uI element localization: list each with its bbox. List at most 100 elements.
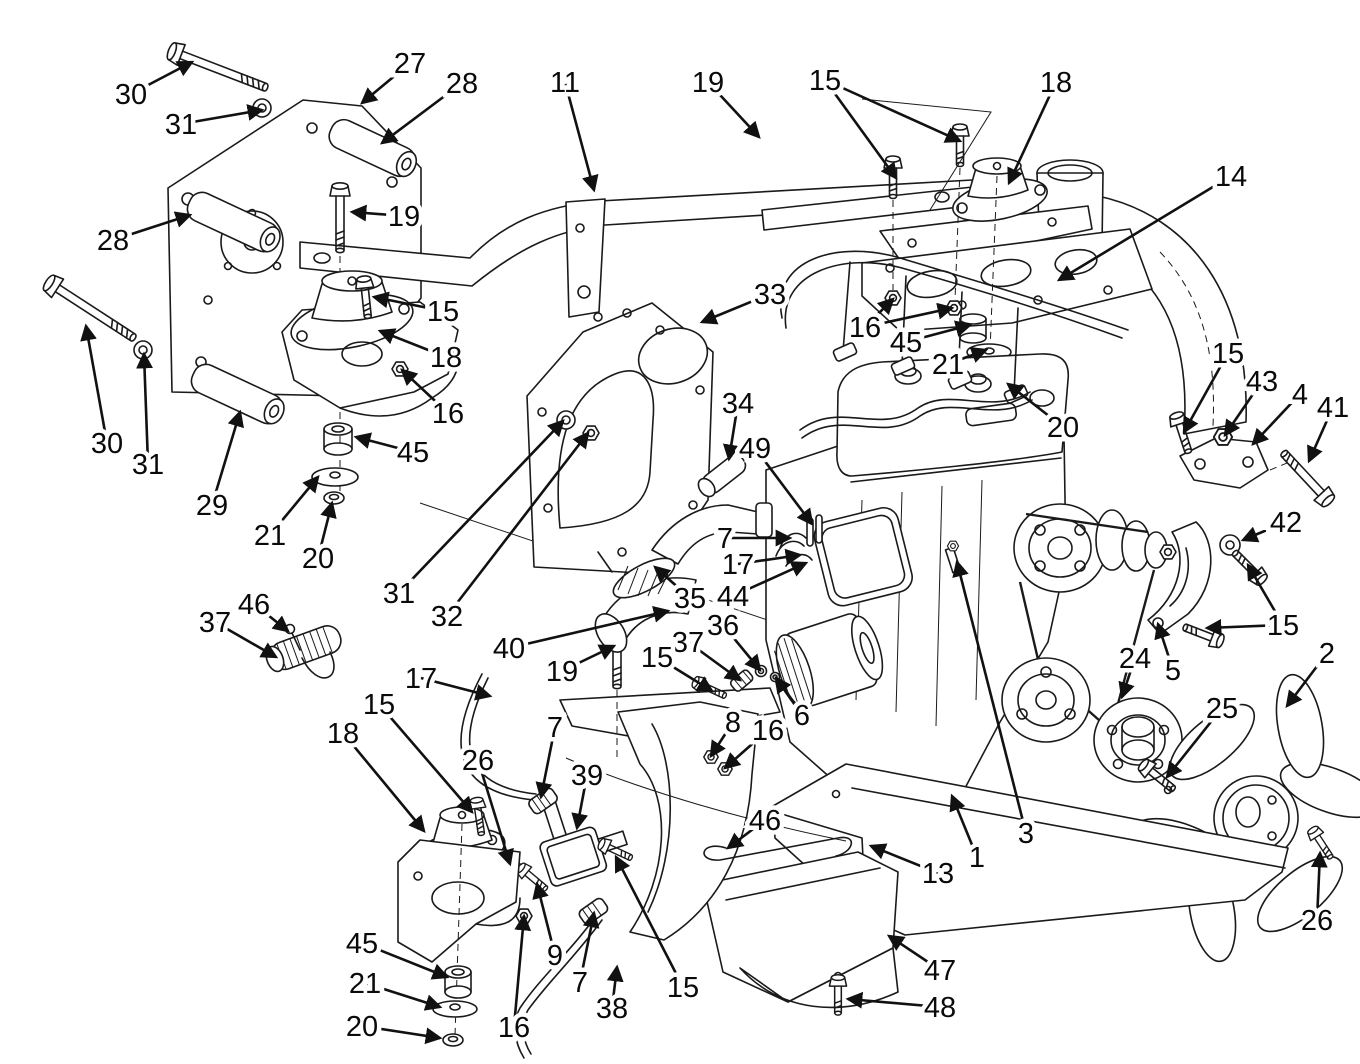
callout-label: 37 xyxy=(199,607,231,639)
support-bracket xyxy=(559,617,853,941)
callout-40: 40 xyxy=(488,606,671,670)
callout-label: 30 xyxy=(91,428,123,460)
callout-7: 7 xyxy=(535,708,568,800)
callout-15: 15 xyxy=(371,292,464,333)
callout-19: 19 xyxy=(687,63,761,139)
callout-label: 38 xyxy=(596,993,628,1025)
callout-label: 40 xyxy=(493,633,525,665)
callout-15: 15 xyxy=(1204,562,1304,647)
fan-2 xyxy=(1081,673,1360,963)
callout-label: 18 xyxy=(327,718,359,750)
callout-28: 28 xyxy=(379,64,483,145)
callout-label: 36 xyxy=(707,610,739,642)
callout-20: 20 xyxy=(341,1007,443,1048)
callout-16: 16 xyxy=(844,297,955,349)
bolt-30-lower xyxy=(39,270,142,349)
callout-20: 20 xyxy=(297,500,339,580)
callout-label: 2 xyxy=(1319,638,1335,670)
callout-label: 15 xyxy=(1212,338,1244,370)
guard-47 xyxy=(702,851,899,1009)
callout-45: 45 xyxy=(341,924,450,980)
callout-label: 31 xyxy=(165,109,197,141)
callout-label: 8 xyxy=(725,707,741,739)
callout-15: 15 xyxy=(614,854,704,1009)
callout-19: 19 xyxy=(541,644,617,693)
callout-label: 41 xyxy=(1317,392,1349,424)
callout-18: 18 xyxy=(377,328,467,379)
callout-38: 38 xyxy=(591,964,633,1030)
callout-label: 20 xyxy=(346,1011,378,1043)
callout-label: 6 xyxy=(794,700,810,732)
callout-44: 44 xyxy=(712,561,809,618)
callout-7: 7 xyxy=(567,910,600,1004)
callout-18: 18 xyxy=(1007,63,1077,186)
callout-39: 39 xyxy=(566,756,608,831)
callout-16: 16 xyxy=(493,913,535,1049)
callout-label: 15 xyxy=(363,689,395,721)
callout-label: 18 xyxy=(1040,67,1072,99)
callout-5: 5 xyxy=(1154,621,1186,692)
callout-label: 15 xyxy=(641,642,673,674)
callout-label: 17 xyxy=(405,663,437,695)
callout-24: 24 xyxy=(1114,639,1156,700)
callout-label: 45 xyxy=(397,437,429,469)
callout-label: 39 xyxy=(571,760,603,792)
bracket-4-hardware xyxy=(1147,409,1339,652)
callout-label: 5 xyxy=(1165,655,1181,687)
fan-hub-24 xyxy=(1093,697,1183,798)
callout-label: 7 xyxy=(547,712,563,744)
callout-label: 29 xyxy=(196,490,228,522)
callout-15: 15 xyxy=(804,61,963,181)
callout-label: 3 xyxy=(1018,818,1034,850)
callout-label: 15 xyxy=(1267,610,1299,642)
callout-label: 14 xyxy=(1215,161,1247,193)
callout-21: 21 xyxy=(344,964,443,1011)
callout-label: 16 xyxy=(752,715,784,747)
callout-label: 18 xyxy=(430,342,462,374)
callout-label: 19 xyxy=(388,201,420,233)
callout-27: 27 xyxy=(360,44,431,105)
callout-16: 16 xyxy=(400,368,469,435)
callout-label: 21 xyxy=(254,520,286,552)
callout-label: 27 xyxy=(394,48,426,80)
callout-label: 15 xyxy=(809,65,841,97)
callout-33: 33 xyxy=(699,275,791,325)
callout-30: 30 xyxy=(80,323,128,465)
pulleys-and-belt xyxy=(1001,503,1177,743)
callout-label: 43 xyxy=(1246,366,1278,398)
spacer-28-lower xyxy=(186,191,281,253)
callout-11: 11 xyxy=(545,63,599,193)
callout-19: 19 xyxy=(349,197,425,238)
callout-26: 26 xyxy=(457,741,514,867)
callout-45: 45 xyxy=(353,432,434,474)
callout-label: 16 xyxy=(498,1012,530,1044)
callout-label: 45 xyxy=(346,928,378,960)
callout-label: 48 xyxy=(924,992,956,1024)
callout-17: 17 xyxy=(400,659,493,701)
callout-label: 9 xyxy=(547,940,563,972)
callout-label: 11 xyxy=(550,67,580,99)
callout-label: 24 xyxy=(1119,643,1151,675)
callout-label: 28 xyxy=(446,68,478,100)
callout-46: 46 xyxy=(233,585,290,633)
callout-label: 1 xyxy=(969,842,985,874)
callout-28: 28 xyxy=(92,211,193,262)
callout-label: 42 xyxy=(1270,507,1302,539)
callout-37: 37 xyxy=(667,623,743,682)
callout-label: 25 xyxy=(1206,693,1238,725)
callout-43: 43 xyxy=(1223,362,1283,438)
callout-18: 18 xyxy=(322,714,426,833)
callout-label: 37 xyxy=(672,627,704,659)
callout-49: 49 xyxy=(734,429,814,527)
callout-17: 17 xyxy=(717,545,803,586)
callout-label: 19 xyxy=(692,67,724,99)
callout-label: 35 xyxy=(674,583,706,615)
callout-15: 15 xyxy=(1182,334,1249,435)
callout-31: 31 xyxy=(378,419,565,615)
callout-41: 41 xyxy=(1307,388,1354,464)
callout-35: 35 xyxy=(653,565,711,620)
callout-15: 15 xyxy=(358,685,474,814)
callout-label: 4 xyxy=(1292,379,1308,411)
